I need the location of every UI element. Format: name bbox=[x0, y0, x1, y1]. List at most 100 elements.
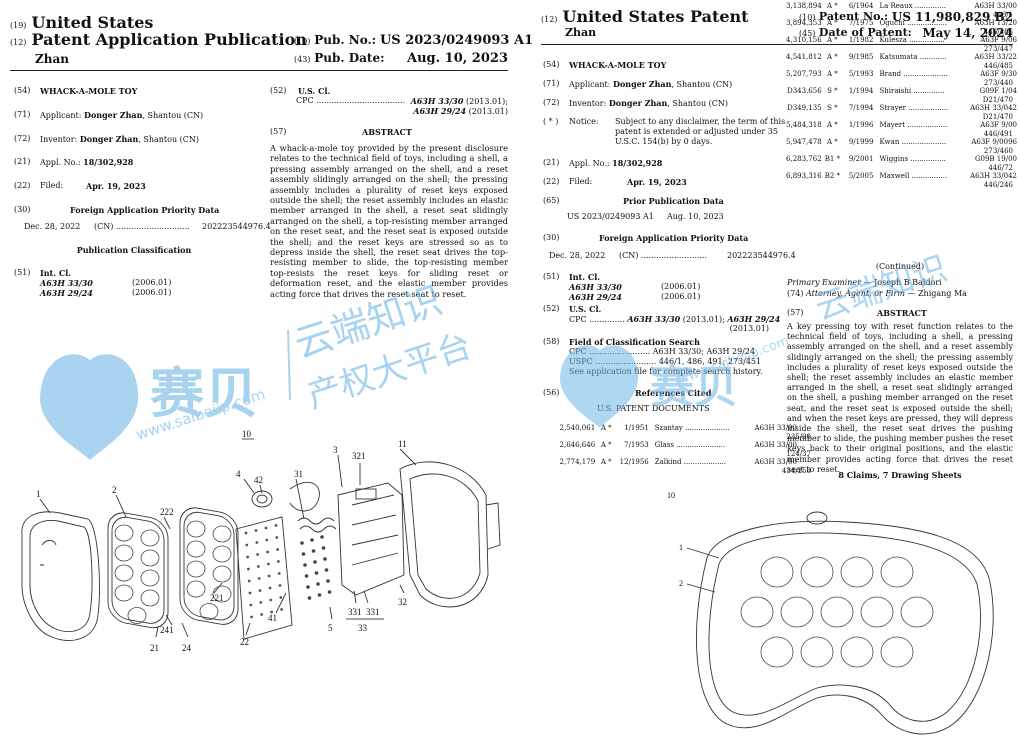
pin-dot bbox=[300, 541, 304, 545]
appl-no-label: Appl. No.: bbox=[569, 159, 610, 168]
code-52: (52) bbox=[543, 304, 560, 313]
reference-num: 3,894,353 bbox=[786, 19, 822, 27]
int-cl-label: Int. Cl. bbox=[40, 268, 72, 278]
label-22: 22 bbox=[240, 637, 249, 647]
code-10: (10) bbox=[294, 37, 311, 46]
inventor-label: Inventor: bbox=[569, 99, 607, 108]
key-button bbox=[860, 596, 894, 628]
applicant-name: Donger Zhan bbox=[84, 110, 143, 120]
notice-label: Notice: bbox=[569, 117, 599, 126]
membrane-dot bbox=[275, 536, 279, 539]
label-33: 33 bbox=[358, 623, 368, 633]
top-button bbox=[806, 511, 828, 525]
code-71: (71) bbox=[14, 110, 31, 119]
pubno-label: Pub. No.: bbox=[314, 33, 377, 47]
abstract-heading: ABSTRACT bbox=[362, 127, 412, 137]
pin-dot bbox=[317, 593, 322, 597]
application-publication: (19) United States (12) Patent Applicati… bbox=[10, 14, 533, 653]
attorney-label: Attorney, Agent, or Firm bbox=[805, 289, 905, 298]
label-31: 31 bbox=[294, 469, 303, 479]
key-hole bbox=[212, 565, 232, 583]
priority-row: Dec. 28, 2022 (CN) .....................… bbox=[24, 222, 271, 232]
reference-cls: A63F 9/00 bbox=[980, 121, 1017, 129]
shell-front-inner bbox=[29, 520, 93, 633]
us-cl-code-2: A63H 29/24 bbox=[413, 106, 467, 116]
references-subheading: U.S. PATENT DOCUMENTS bbox=[597, 404, 710, 413]
label-32: 32 bbox=[398, 597, 407, 607]
header-rule bbox=[541, 44, 1013, 45]
reference-subclass: 446/491 bbox=[983, 130, 1013, 138]
header-author: Zhan bbox=[35, 52, 69, 66]
reference-name: Strayer .................. bbox=[879, 104, 949, 112]
membrane-dot bbox=[267, 574, 271, 578]
us-cl-year-1: (2013.01); bbox=[680, 315, 728, 324]
pin-dot bbox=[310, 538, 314, 542]
reference-name: Mayert .................. bbox=[879, 121, 948, 129]
field-notice: ( * ) Notice: Subject to any disclaimer,… bbox=[543, 117, 791, 146]
title: WHACK-A-MOLE TOY bbox=[569, 60, 667, 70]
key-hole bbox=[127, 607, 147, 624]
key-hole bbox=[199, 603, 219, 620]
field-57: (57) ABSTRACT bbox=[787, 308, 1013, 318]
leader-lines-right bbox=[686, 547, 720, 593]
field-51: (51) Int. Cl. bbox=[543, 272, 791, 282]
membrane-dot bbox=[245, 543, 249, 547]
label-41: 41 bbox=[268, 613, 277, 623]
reference-date: 1/1996 bbox=[848, 121, 874, 129]
reference-subclass: 434/258 bbox=[781, 467, 811, 475]
key-hole bbox=[186, 540, 206, 558]
reference-date: 7/1975 bbox=[848, 19, 874, 27]
key-hole bbox=[114, 544, 134, 562]
priority-date: Dec. 28, 2022 bbox=[24, 222, 81, 231]
pin-dot bbox=[301, 552, 306, 556]
field-72: (72) Inventor: Donger Zhan, Shantou (CN) bbox=[14, 134, 264, 144]
reference-kind: A * bbox=[600, 458, 612, 466]
key-hole bbox=[186, 560, 206, 578]
date-label: Date of Patent: bbox=[818, 26, 912, 39]
field-search-note: See application file for complete search… bbox=[569, 367, 763, 376]
reference-cls: A63H 33/00 bbox=[754, 441, 797, 449]
code-19: (19) bbox=[10, 21, 27, 30]
inventor-name: Donger Zhan bbox=[608, 98, 668, 108]
code-21: (21) bbox=[14, 157, 31, 166]
label-10: 10 bbox=[667, 491, 675, 500]
reference-name: Maxwell ................ bbox=[879, 172, 948, 180]
reference-num: 4,310,156 bbox=[786, 36, 822, 44]
reference-date: 6/1964 bbox=[848, 2, 874, 10]
membrane-dot bbox=[279, 596, 283, 599]
filed-value: Apr. 19, 2023 bbox=[627, 177, 687, 187]
filed-label: Filed: bbox=[40, 181, 64, 190]
exploded-view-figure: 10 4 42 3 321 11 2 222 31 1 221 241 22 4… bbox=[21, 429, 501, 653]
inventor-label: Inventor: bbox=[40, 135, 78, 144]
header-date-line: (45) Date of Patent: May 14, 2024 bbox=[799, 26, 1013, 40]
part-42-inner bbox=[256, 494, 268, 504]
notice-code: ( * ) bbox=[543, 117, 559, 126]
reference-subclass: 446/486 bbox=[983, 28, 1013, 36]
membrane-dot bbox=[269, 598, 273, 602]
us-cl-code-2: A63H 29/24 bbox=[727, 314, 781, 324]
reference-name: Katsumata ............ bbox=[879, 53, 947, 61]
key-button bbox=[760, 636, 794, 668]
membrane-dot bbox=[259, 601, 263, 604]
label-5: 5 bbox=[328, 623, 333, 633]
label-321: 321 bbox=[352, 451, 366, 461]
int-cl-entry: A63H 29/24(2006.01) bbox=[569, 292, 769, 302]
pin-dot bbox=[303, 563, 307, 567]
reference-name: Zalkind ................... bbox=[654, 458, 727, 466]
attorney: (74) Attorney, Agent, or Firm — Zhigang … bbox=[787, 289, 1013, 299]
code-71: (71) bbox=[543, 79, 560, 88]
int-cl-code: A63H 29/24 bbox=[569, 292, 622, 302]
pins-5 bbox=[300, 535, 332, 600]
code-12: (12) bbox=[541, 15, 558, 24]
pin-dot bbox=[304, 574, 309, 578]
header-pubno-line: (10) Pub. No.: US 2023/0249093 A1 bbox=[294, 33, 533, 48]
field-54: (54) WHACK-A-MOLE TOY bbox=[14, 86, 264, 96]
key-hole bbox=[114, 564, 134, 582]
header-country-line: (19) United States bbox=[10, 14, 153, 35]
key-button bbox=[740, 596, 774, 628]
reference-date: 7/1994 bbox=[848, 104, 874, 112]
label-1: 1 bbox=[679, 543, 683, 552]
references-continued: (Continued) bbox=[875, 262, 925, 271]
